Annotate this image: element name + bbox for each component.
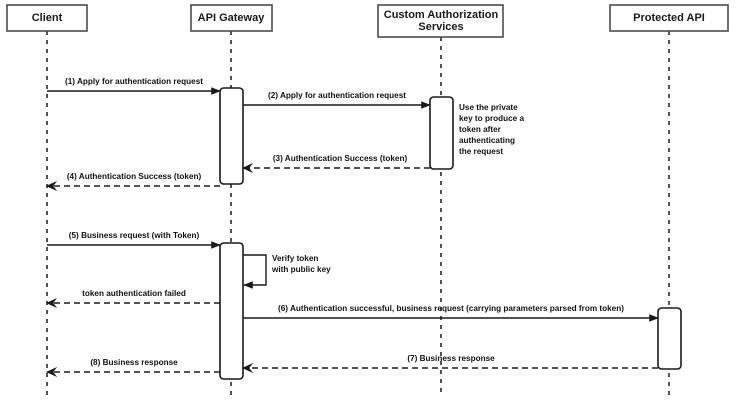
actor-box-gateway	[190, 4, 273, 32]
note-text-line: token after	[459, 125, 502, 134]
activation-bar-authsvc-act-1	[429, 96, 454, 170]
actor-label-client: Client	[32, 12, 63, 24]
message-label: (6) Authentication successful, business …	[278, 304, 624, 313]
notes-layer: Use the private key to produce a token aft…	[459, 103, 525, 156]
actor-label-gateway: API Gateway	[198, 12, 266, 24]
actor-label-authsvc: Services	[418, 21, 463, 33]
messages-layer	[45, 87, 659, 378]
message-label: (5) Business request (with Token)	[69, 231, 200, 240]
note-text-line: authenticating	[459, 136, 515, 145]
note-private-key-note: Use the private key to produce a token aft…	[459, 103, 525, 156]
note-text-line: key to produce a	[459, 114, 525, 123]
labels-layer: (1) Apply for authentication request (2) …	[65, 77, 624, 367]
self-message-arrow	[243, 254, 267, 289]
note-text-line: the request	[459, 147, 503, 156]
actor-box-authsvc	[377, 4, 504, 38]
message-label: (4) Authentication Success (token)	[67, 172, 202, 181]
message-label: (8) Business response	[90, 358, 178, 367]
actor-header-protected[interactable]: Protected API	[609, 4, 729, 32]
activation-bar-protected-act-1	[657, 307, 682, 370]
self-message-label: with public key	[271, 265, 331, 274]
activation-bar-gateway-act-2	[219, 242, 244, 380]
note-text-line: Use the private	[459, 103, 518, 112]
lifelines-layer	[46, 31, 670, 397]
actor-label-authsvc: Custom Authorization	[384, 9, 499, 21]
actor-header-client[interactable]: Client	[6, 4, 88, 32]
actor-header-gateway[interactable]: API Gateway	[190, 4, 273, 32]
actor-box-protected	[609, 4, 729, 32]
self-message-verify-token[interactable]: Verify token with public key	[243, 254, 331, 289]
message-label: (1) Apply for authentication request	[65, 77, 203, 86]
actors-layer: Client API Gateway Custom AuthorizationSer…	[6, 4, 729, 38]
self-message-label: Verify token	[272, 254, 318, 263]
message-label: (2) Apply for authentication request	[268, 91, 406, 100]
message-label: token authentication failed	[82, 289, 186, 298]
message-label: (3) Authentication Success (token)	[273, 154, 408, 163]
message-label: (7) Business response	[407, 354, 495, 363]
actor-label-protected: Protected API	[633, 12, 705, 24]
activations-layer	[219, 87, 682, 380]
activation-bar-gateway-act-1	[219, 87, 244, 185]
self-messages-layer: Verify token with public key	[243, 254, 331, 289]
actor-box-client	[6, 4, 88, 32]
